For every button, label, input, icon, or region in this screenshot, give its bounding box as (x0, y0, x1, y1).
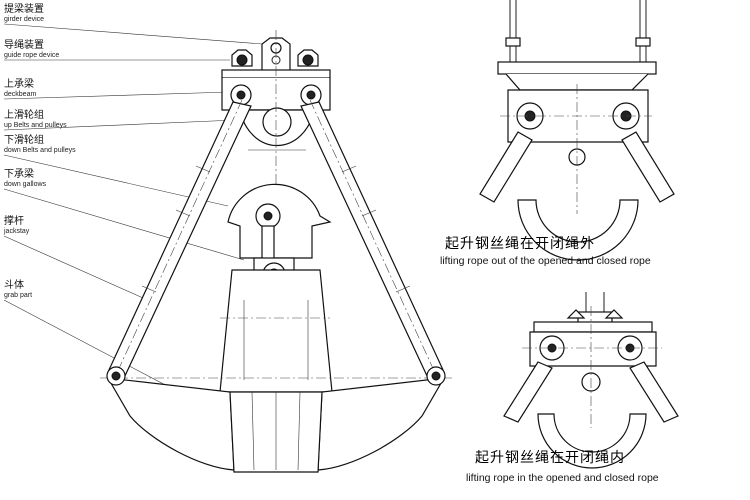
label-down-pulleys-en: down Belts and pulleys (4, 147, 76, 154)
caption-outside-en: lifting rope out of the opened and close… (440, 255, 651, 267)
leader-jackstay (3, 235, 153, 303)
label-up-pulleys-en: up Belts and pulleys (4, 122, 67, 129)
label-jackstay-en: jackstay (3, 228, 30, 235)
detail-rope-inside (503, 292, 679, 469)
label-down-gallows-cn: 下承梁 (4, 167, 34, 180)
grab-part (100, 269, 452, 473)
label-jackstay-cn: 撑杆 (4, 214, 24, 227)
label-guide-rope-en: guide rope device (4, 52, 59, 59)
guide-rope-device (231, 49, 319, 67)
label-girder-cn: 提梁装置 (4, 2, 44, 15)
label-down-gallows-en: down gallows (4, 181, 47, 188)
detail-rope-outside (479, 0, 675, 261)
label-deckbeam-cn: 上承梁 (4, 77, 34, 90)
up-pulleys (239, 107, 315, 151)
caption-inside-cn: 起升钢丝绳在开闭绳内 (475, 450, 625, 466)
main-grab-drawing (100, 30, 452, 473)
leader-up-pulleys (3, 119, 237, 131)
leader-girder (3, 23, 263, 45)
leader-deckbeam (3, 91, 231, 100)
label-deckbeam-en: deckbeam (4, 91, 36, 98)
label-down-pulleys-cn: 下滑轮组 (4, 133, 44, 146)
label-grab-part-cn: 斗体 (4, 279, 24, 291)
leader-down-gallows (3, 188, 245, 261)
label-guide-rope-cn: 导绳装置 (4, 38, 44, 51)
label-girder-en: girder device (4, 16, 44, 23)
label-grab-part-en: grab part (4, 292, 32, 299)
label-up-pulleys-cn: 上滑轮组 (4, 108, 44, 121)
caption-inside-en: lifting rope in the opened and closed ro… (466, 472, 659, 484)
down-pulleys (227, 183, 332, 263)
part-labels: 提梁装置 girder device 导绳装置 guide rope devic… (3, 2, 76, 299)
leader-grab-part (3, 299, 191, 399)
jackstay-arms (107, 99, 445, 379)
caption-outside-cn: 起升钢丝绳在开闭绳外 (445, 236, 595, 252)
